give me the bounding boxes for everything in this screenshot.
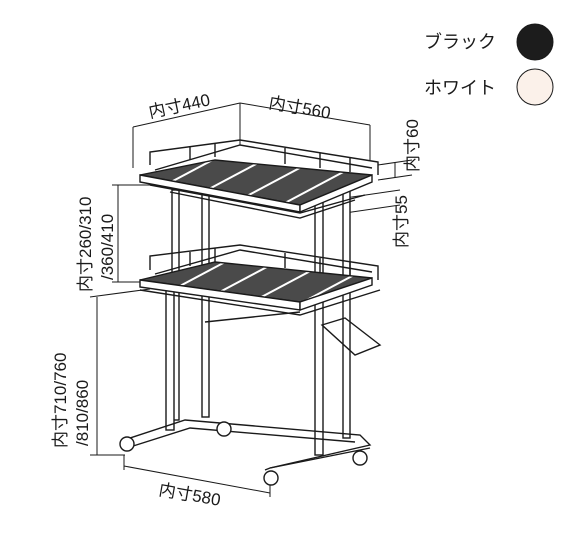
dim-depth-440: 内寸440 <box>147 90 212 122</box>
dim-width-560: 内寸560 <box>267 93 332 123</box>
black-swatch[interactable] <box>516 23 554 61</box>
dim-base-580: 内寸580 <box>157 480 222 510</box>
white-swatch[interactable] <box>516 68 554 106</box>
wagon-frame <box>123 139 382 471</box>
dim-lower-55: 内寸55 <box>392 195 411 248</box>
dim-floor-height-1: 内寸710/760 <box>51 353 70 448</box>
top-dimensions <box>132 102 371 168</box>
dim-rail-60: 内寸60 <box>403 119 422 172</box>
legend-black-label: ブラック <box>424 31 496 53</box>
right-dimensions <box>344 159 413 214</box>
legend-white-label: ホワイト <box>424 78 496 99</box>
dim-shelf-gap-2: /360/410 <box>98 214 117 280</box>
color-legend: ブラック ホワイト <box>424 23 554 106</box>
dim-floor-height-2: /810/860 <box>73 380 92 446</box>
dim-shelf-gap-1: 内寸260/310 <box>76 197 95 292</box>
casters <box>119 421 368 486</box>
